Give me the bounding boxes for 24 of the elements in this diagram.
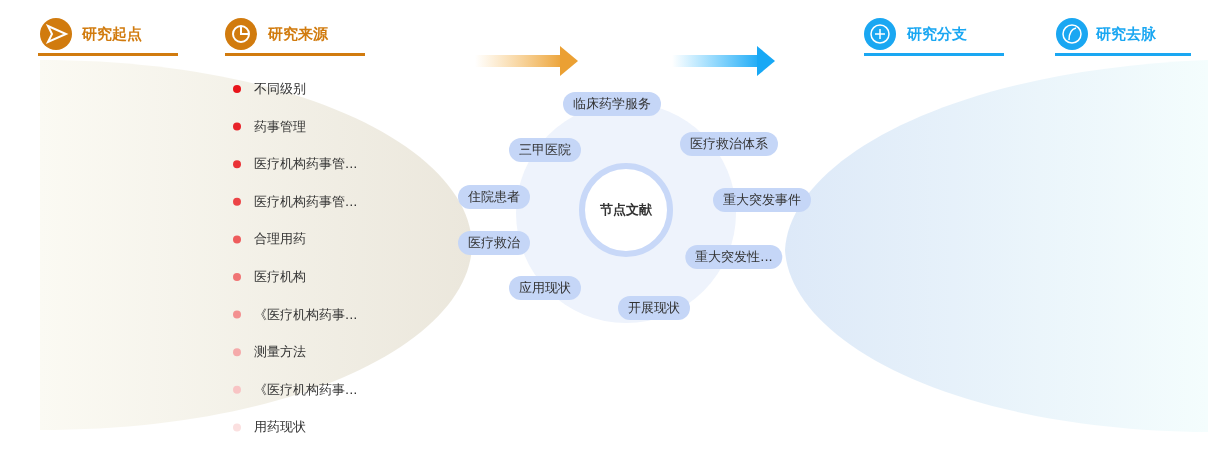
- keyword-tag: 应用现状: [509, 276, 581, 300]
- section-heading: 研究分支: [907, 25, 967, 44]
- keyword-tag: 临床药学服务: [563, 92, 661, 116]
- center-label: 节点文献: [600, 201, 652, 219]
- list-item: 《医疗机构药事...: [254, 380, 358, 399]
- list-item: 用药现状: [254, 418, 306, 437]
- section-heading: 研究去脉: [1096, 25, 1156, 44]
- list-item: 合理用药: [254, 230, 306, 249]
- keyword-tag: 重大突发性...: [685, 245, 783, 269]
- list-item: 医疗机构药事管...: [254, 192, 358, 211]
- list-item: 医疗机构药事管...: [254, 155, 358, 174]
- keyword-tag: 住院患者: [458, 185, 530, 209]
- list-item: 医疗机构: [254, 268, 306, 286]
- keyword-tag: 三甲医院: [509, 138, 581, 162]
- keyword-tag: 重大突发事件: [713, 188, 811, 212]
- list-item: 《医疗机构药事...: [254, 305, 358, 324]
- list-item: 不同级别: [254, 80, 306, 98]
- keyword-tag: 医疗救治: [458, 231, 530, 255]
- section-heading: 研究来源: [268, 25, 328, 44]
- keyword-tag: 开展现状: [618, 296, 690, 320]
- list-item: 测量方法: [254, 343, 306, 362]
- list-item: 药事管理: [254, 117, 306, 136]
- keyword-tag: 医疗救治体系: [680, 132, 778, 156]
- section-heading: 研究起点: [82, 25, 142, 44]
